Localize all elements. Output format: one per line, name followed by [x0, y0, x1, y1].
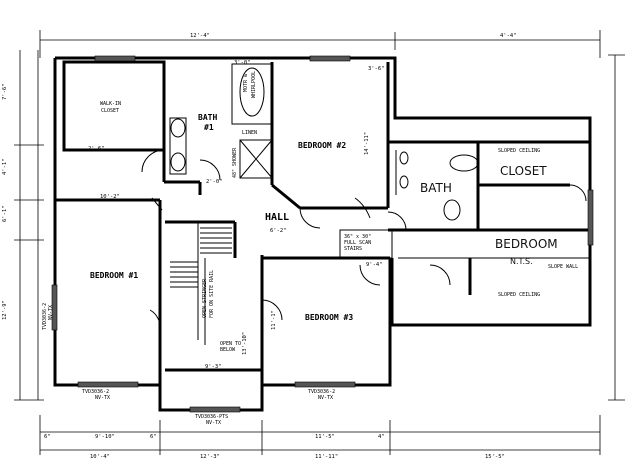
dim-int-8: 2'-0" [206, 179, 223, 185]
dim-int-3: 6'-2" [270, 228, 287, 234]
dimension-labels: 12'-4" 4'-4" 7'-6" 4'-1" 6'-1" 12'-9" 6"… [2, 33, 517, 460]
dim-int-7: 2'-6" [88, 146, 105, 152]
bedroom1-window-label-2: NV-TX [95, 395, 110, 401]
dim-bottom-a3: 6" [150, 434, 157, 440]
dim-bottom-b3: 11'-11" [315, 454, 338, 460]
tub-label-1: MOTR & [243, 74, 249, 92]
bedroom3-window-label-2: NV-TX [318, 395, 333, 401]
dim-int-6: 11'-1" [271, 310, 277, 330]
sloped-ceiling-top: SLOPED CEILING [498, 148, 540, 154]
interior-walls [55, 60, 590, 385]
dim-bottom-b1: 10'-4" [90, 454, 110, 460]
dim-bottom-b2: 12'-3" [200, 454, 220, 460]
bedroom1-window-label-1: TVD3036-2 [82, 389, 109, 395]
sloped-ceiling-bottom: SLOPED CEILING [498, 292, 540, 298]
dim-bottom-a2: 9'-10" [95, 434, 115, 440]
shower-label: 48" SHOWER [232, 147, 238, 178]
dim-int-2: 9'-3" [205, 364, 222, 370]
door-swings [141, 149, 587, 331]
dimension-lines [14, 30, 625, 455]
bedroom3-label: BEDROOM #3 [305, 313, 353, 322]
bedroom3-window-label-1: TVD3036-2 [308, 389, 335, 395]
dim-top-2: 4'-4" [500, 33, 517, 39]
new-bedroom-label: BEDROOM [495, 237, 558, 251]
dim-bottom-a1: 6" [44, 434, 51, 440]
linen-label: LINEN [242, 130, 257, 136]
bedroom1-label: BEDROOM #1 [90, 271, 138, 280]
open-below-label-1: OPEN TO [220, 341, 241, 347]
hall-window-label-1: TVD3036-PTS [195, 414, 228, 420]
open-stair-label-1: OPEN STRINGER [202, 278, 208, 318]
dim-left-1: 7'-6" [2, 83, 8, 100]
dim-int-9: 3'-6" [368, 66, 385, 72]
dim-int-1: 10'-2" [100, 194, 120, 200]
dim-bottom-a5: 4" [378, 434, 385, 440]
hall-label: HALL [265, 212, 289, 223]
new-bath-label: BATH [420, 181, 452, 195]
dim-left-4: 12'-9" [2, 300, 8, 320]
stairs-label-2: FULL SCAN [344, 240, 371, 246]
stairs-label-1: 36" x 30" [344, 234, 371, 240]
dim-left-3: 6'-1" [2, 205, 8, 222]
dim-int-4: 13'-10" [242, 332, 248, 355]
fixture-labels: MOTR & WHIRLPOOL 48" SHOWER LINEN 36" x … [202, 71, 578, 353]
left-window-label-1: TVD3036-2 [42, 303, 48, 330]
room-labels: WALK-IN CLOSET BATH #1 BEDROOM #2 BEDROO… [90, 101, 558, 322]
hall-window-label-2: NV-TX [206, 420, 221, 426]
dim-bottom-a4: 11'-5" [315, 434, 335, 440]
walk-in-closet-label-2: CLOSET [101, 108, 119, 114]
open-stair-label-2: FOR ON SITE RAIL [209, 270, 215, 318]
stairs-label-3: STAIRS [344, 246, 362, 252]
sloped-note: SLOPE WALL [548, 264, 578, 270]
dim-bottom-b4: 15'-5" [485, 454, 505, 460]
left-window-label-2: NV-TX [48, 305, 54, 320]
window-labels: TVD3036-2 NV-TX TVD3036-2 NV-TX TVD3036-… [42, 303, 335, 426]
fixtures [151, 67, 479, 221]
new-closet-label: CLOSET [500, 164, 547, 178]
walk-in-closet-label-1: WALK-IN [100, 101, 121, 107]
dim-int-10: 3'-0" [234, 60, 251, 66]
open-below-label-2: BELOW [220, 347, 236, 353]
dim-top-1: 12'-4" [190, 33, 210, 39]
interior-dimension-labels: 10'-2" 9'-3" 6'-2" 13'-10" 14'-11" 11'-1… [88, 60, 385, 370]
tub-label-2: WHIRLPOOL [251, 71, 257, 98]
nts-label: N.T.S. [510, 257, 533, 266]
dim-left-2: 4'-1" [2, 158, 8, 175]
exterior-walls [53, 56, 592, 412]
bedroom2-label: BEDROOM #2 [298, 141, 346, 150]
bath1-label-1: BATH [198, 113, 217, 122]
windows [51, 55, 594, 413]
dim-int-11: 9'-4" [366, 262, 383, 268]
dim-int-5: 14'-11" [364, 132, 370, 155]
stair-treads [170, 222, 232, 345]
bath1-label-2: #1 [204, 123, 214, 132]
